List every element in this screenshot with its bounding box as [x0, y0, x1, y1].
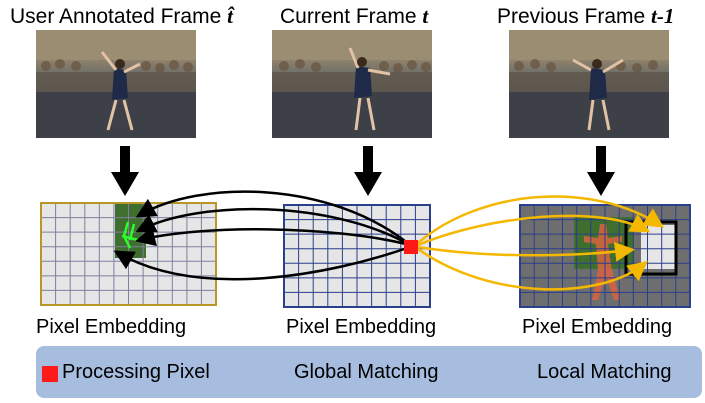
- legend-bar: [36, 346, 702, 398]
- legend-local-matching: Local Matching: [537, 361, 672, 383]
- caption-center: Pixel Embedding: [286, 316, 437, 338]
- title-previous-frame: Previous Frame t-1: [497, 4, 675, 28]
- grid-user-annotated: [40, 202, 217, 306]
- photo-current-frame: [272, 30, 432, 138]
- photo-user-annotated-frame: [36, 30, 196, 138]
- legend-processing-pixel-swatch: [42, 366, 58, 382]
- caption-right: Pixel Embedding: [522, 316, 673, 338]
- legend-global-matching: Global Matching: [294, 361, 439, 383]
- processing-pixel: [404, 240, 418, 254]
- down-arrow-right: [587, 146, 615, 196]
- down-arrow-center: [354, 146, 382, 196]
- grid-current-frame: [283, 204, 431, 308]
- photo-previous-frame: [509, 30, 669, 138]
- down-arrow-left: [111, 146, 139, 196]
- title-user-annotated-frame: User Annotated Frame t̂: [10, 4, 233, 28]
- legend-processing-pixel: Processing Pixel: [62, 361, 210, 383]
- title-current-frame: Current Frame t: [280, 4, 429, 28]
- caption-left: Pixel Embedding: [36, 316, 187, 338]
- global-matching-arrows: [113, 190, 411, 281]
- local-matching-arrows: [417, 195, 665, 291]
